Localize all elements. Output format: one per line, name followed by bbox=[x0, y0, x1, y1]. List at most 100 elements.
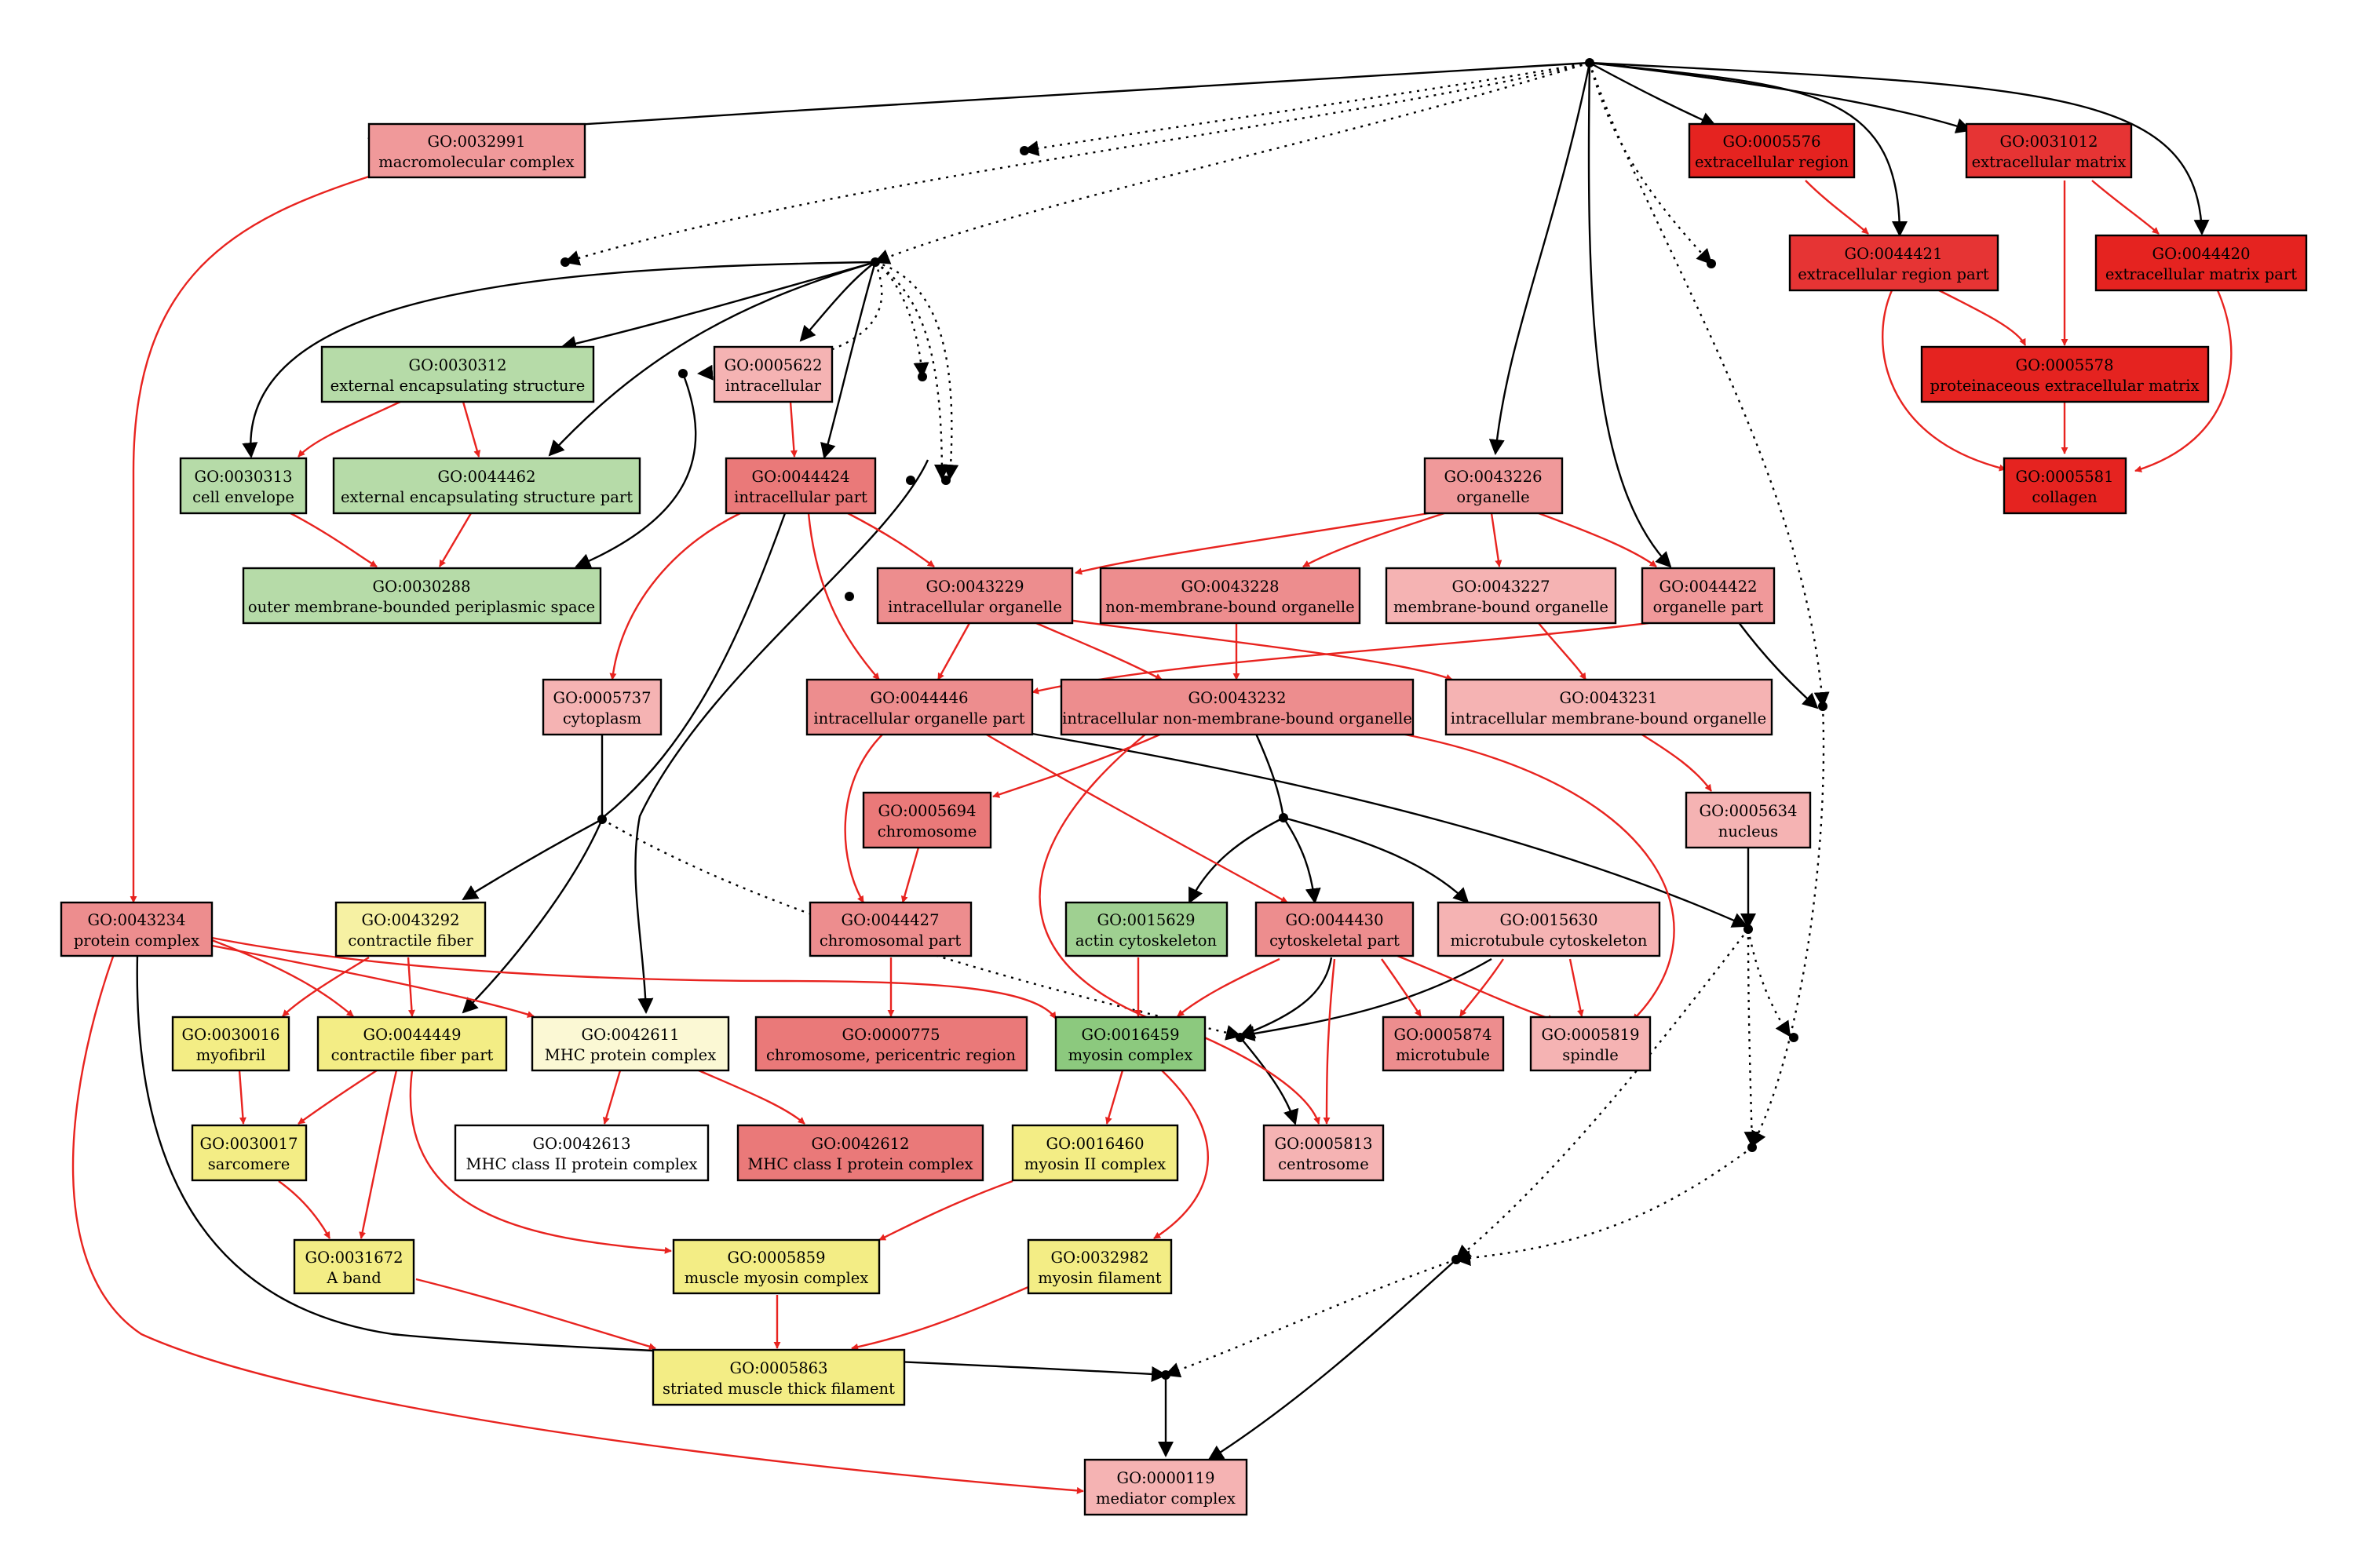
red-inmbo-to-chromosome bbox=[992, 732, 1163, 798]
node-go0005578[interactable]: GO:0005578 proteinaceous extracellular m… bbox=[1920, 345, 2210, 403]
svg-text:GO:0005863: GO:0005863 bbox=[730, 1359, 828, 1377]
dotted-root-to-hub bbox=[874, 61, 1590, 264]
svg-text:macromolecular complex: macromolecular complex bbox=[378, 153, 574, 171]
svg-text:intracellular organelle part: intracellular organelle part bbox=[813, 709, 1024, 727]
red-inmbo-to-spindle bbox=[1400, 732, 1675, 1021]
node-go0005859[interactable]: GO:0005859 muscle myosin complex bbox=[672, 1238, 881, 1295]
node-go0042612[interactable]: GO:0042612 MHC class I protein complex bbox=[736, 1124, 984, 1182]
red-myosin-to-myosin-ii bbox=[1104, 1070, 1124, 1125]
junction-right-top bbox=[1707, 259, 1716, 268]
node-go0043292[interactable]: GO:0043292 contractile fiber bbox=[334, 901, 487, 957]
node-go0005634[interactable]: GO:0005634 nucleus bbox=[1685, 791, 1812, 849]
edge-root-to-extracellular-region-part bbox=[1589, 61, 1908, 237]
svg-text:GO:0015630: GO:0015630 bbox=[1500, 911, 1598, 929]
dotted-cyto-to-hub5 bbox=[601, 818, 1242, 1041]
node-go0042613[interactable]: GO:0042613 MHC class II protein complex bbox=[454, 1124, 710, 1182]
node-go0005874[interactable]: GO:0005874 microtubule bbox=[1382, 1016, 1505, 1072]
svg-text:GO:0016459: GO:0016459 bbox=[1082, 1026, 1180, 1044]
svg-text:GO:0044422: GO:0044422 bbox=[1659, 578, 1758, 596]
edge-hub2-to-contractile-fiber bbox=[462, 818, 603, 901]
node-go0044430[interactable]: GO:0044430 cytoskeletal part bbox=[1254, 901, 1415, 957]
svg-text:GO:0005622: GO:0005622 bbox=[725, 356, 823, 374]
svg-text:GO:0015629: GO:0015629 bbox=[1097, 911, 1196, 929]
node-go0043232[interactable]: GO:0043232 intracellular non-membrane-bo… bbox=[1060, 678, 1415, 736]
node-go0044427[interactable]: GO:0044427 chromosomal part bbox=[809, 901, 973, 957]
node-go0044422[interactable]: GO:0044422 organelle part bbox=[1641, 567, 1776, 625]
node-go0005576[interactable]: GO:0005576 extracellular region bbox=[1688, 122, 1856, 179]
red-mbo-to-imbo bbox=[1538, 622, 1587, 680]
junction-d bbox=[941, 476, 951, 485]
node-go0031012[interactable]: GO:0031012 extracellular matrix bbox=[1965, 122, 2133, 179]
node-go0016460[interactable]: GO:0016460 myosin II complex bbox=[1011, 1124, 1179, 1182]
edge-root-to-organelle-part bbox=[1587, 62, 1672, 568]
svg-text:outer membrane-bounded peripla: outer membrane-bounded periplasmic space bbox=[248, 598, 595, 616]
node-go0015630[interactable]: GO:0015630 microtubule cytoskeleton bbox=[1437, 901, 1661, 957]
node-go0043228[interactable]: GO:0043228 non-membrane-bound organelle bbox=[1099, 567, 1361, 625]
edge-organelle-part-down bbox=[1737, 621, 1819, 709]
red-cytoskeletal-to-spindle bbox=[1397, 954, 1555, 1022]
node-go0005813[interactable]: GO:0005813 centrosome bbox=[1262, 1124, 1385, 1182]
node-go0030288[interactable]: GO:0030288 outer membrane-bounded peripl… bbox=[242, 567, 602, 625]
node-go0005581[interactable]: GO:0005581 collagen bbox=[2003, 457, 2127, 515]
node-go0005694[interactable]: GO:0005694 chromosome bbox=[862, 791, 992, 849]
node-go0030016[interactable]: GO:0030016 myofibril bbox=[171, 1016, 290, 1072]
junction-cytoplasm bbox=[597, 815, 607, 824]
edge-root-to-extracellular-region bbox=[1589, 61, 1717, 127]
svg-text:GO:0044449: GO:0044449 bbox=[363, 1026, 462, 1044]
svg-text:GO:0044462: GO:0044462 bbox=[438, 468, 536, 486]
red-imbo-to-nucleus bbox=[1640, 732, 1712, 792]
red-ext-encap-to-cell-envelope bbox=[298, 400, 401, 458]
node-go0043229[interactable]: GO:0043229 intracellular organelle bbox=[876, 567, 1074, 625]
node-go0005622[interactable]: GO:0005622 intracellular bbox=[713, 345, 834, 403]
red-organelle-to-intracellular-organelle bbox=[1075, 512, 1429, 575]
node-go0043226[interactable]: GO:0043226 organelle bbox=[1423, 457, 1564, 515]
svg-text:extracellular matrix: extracellular matrix bbox=[1972, 153, 2127, 171]
node-go0044462[interactable]: GO:0044462 external encapsulating struct… bbox=[332, 457, 641, 515]
svg-text:intracellular non-membrane-bou: intracellular non-membrane-bound organel… bbox=[1062, 709, 1412, 727]
node-go0015629[interactable]: GO:0015629 actin cytoskeleton bbox=[1064, 901, 1229, 957]
svg-text:GO:0032982: GO:0032982 bbox=[1051, 1249, 1149, 1267]
node-go0044446[interactable]: GO:0044446 intracellular organelle part bbox=[805, 678, 1034, 736]
svg-text:GO:0044420: GO:0044420 bbox=[2152, 245, 2251, 263]
node-go0044421[interactable]: GO:0044421 extracellular region part bbox=[1788, 234, 1999, 292]
node-go0000775[interactable]: GO:0000775 chromosome, pericentric regio… bbox=[754, 1016, 1028, 1072]
node-go0043234[interactable]: GO:0043234 protein complex bbox=[60, 901, 214, 957]
node-go0042611[interactable]: GO:0042611 MHC protein complex bbox=[531, 1016, 730, 1072]
svg-text:GO:0005874: GO:0005874 bbox=[1394, 1026, 1492, 1044]
node-go0031672[interactable]: GO:0031672 A band bbox=[293, 1238, 415, 1295]
node-go0030313[interactable]: GO:0030313 cell envelope bbox=[179, 457, 308, 515]
node-go0005737[interactable]: GO:0005737 cytoplasm bbox=[542, 678, 663, 736]
node-go0044449[interactable]: GO:0044449 contractile fiber part bbox=[316, 1016, 508, 1072]
node-go0005863[interactable]: GO:0005863 striated muscle thick filamen… bbox=[652, 1348, 906, 1406]
node-go0032991[interactable]: GO:0032991 macromolecular complex bbox=[367, 122, 586, 179]
node-go0016459[interactable]: GO:0016459 myosin complex bbox=[1054, 1016, 1207, 1072]
dotted-hub-a bbox=[874, 261, 929, 378]
junction-root bbox=[1585, 58, 1594, 67]
junction-mid-top bbox=[1020, 146, 1029, 155]
node-go0030312[interactable]: GO:0030312 external encapsulating struct… bbox=[320, 345, 595, 403]
node-go0005819[interactable]: GO:0005819 spindle bbox=[1529, 1016, 1652, 1072]
junction-a bbox=[678, 369, 688, 378]
svg-text:external encapsulating structu: external encapsulating structure part bbox=[341, 488, 633, 506]
red-extmatpart-to-collagen bbox=[2134, 290, 2233, 472]
red-macromolecular-to-protein bbox=[130, 175, 370, 903]
node-go0032982[interactable]: GO:0032982 myosin filament bbox=[1027, 1238, 1173, 1295]
svg-text:GO:0030017: GO:0030017 bbox=[200, 1135, 298, 1153]
svg-text:GO:0044424: GO:0044424 bbox=[752, 468, 850, 486]
node-go0043227[interactable]: GO:0043227 membrane-bound organelle bbox=[1385, 567, 1617, 625]
svg-text:MHC protein complex: MHC protein complex bbox=[545, 1046, 716, 1064]
dotted-root-to-hub-mid bbox=[1023, 61, 1590, 156]
node-go0044424[interactable]: GO:0044424 intracellular part bbox=[725, 457, 877, 515]
dotted-hub-c bbox=[874, 261, 959, 480]
junction-e bbox=[845, 592, 854, 601]
node-go0000119[interactable]: GO:0000119 mediator complex bbox=[1083, 1458, 1248, 1516]
svg-text:intracellular membrane-bound o: intracellular membrane-bound organelle bbox=[1451, 709, 1766, 727]
junction-hub7 bbox=[1451, 1255, 1461, 1264]
node-go0030017[interactable]: GO:0030017 sarcomere bbox=[191, 1124, 308, 1182]
svg-text:GO:0000775: GO:0000775 bbox=[842, 1026, 940, 1044]
node-go0043231[interactable]: GO:0043231 intracellular membrane-bound … bbox=[1444, 678, 1773, 736]
node-go0044420[interactable]: GO:0044420 extracellular matrix part bbox=[2094, 234, 2308, 292]
dotted-hub8-to-hub7 bbox=[1455, 1147, 1753, 1267]
edge-hub-to-cell-envelope bbox=[242, 261, 876, 458]
